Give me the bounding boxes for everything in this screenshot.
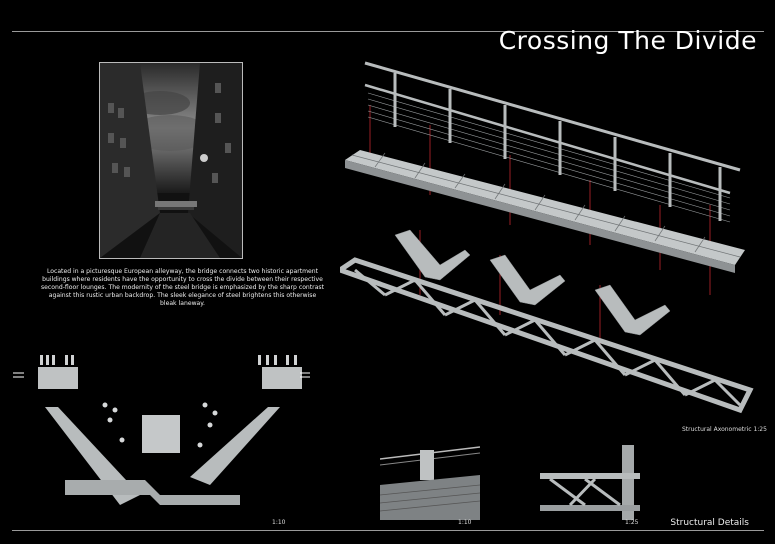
alleyway-photo: [99, 62, 243, 259]
bracket-detail-drawing: [13, 355, 310, 505]
page-title: Crossing The Divide: [498, 26, 757, 55]
section-label: Structural Details: [670, 518, 749, 528]
bottom-rule: [12, 530, 764, 531]
top-rule: [12, 31, 764, 32]
structural-axonometric: [340, 61, 754, 414]
truss-detail-caption: 1:25: [625, 519, 639, 526]
connection-detail-drawing: [380, 446, 480, 520]
bracket-detail-caption: 1:10: [272, 519, 286, 526]
project-description: Located in a picturesque European alleyw…: [41, 268, 324, 307]
connection-detail-caption: 1:10: [458, 519, 472, 526]
truss-detail-drawing: [540, 445, 640, 520]
axonometric-caption: Structural Axonometric 1:25: [682, 426, 767, 433]
